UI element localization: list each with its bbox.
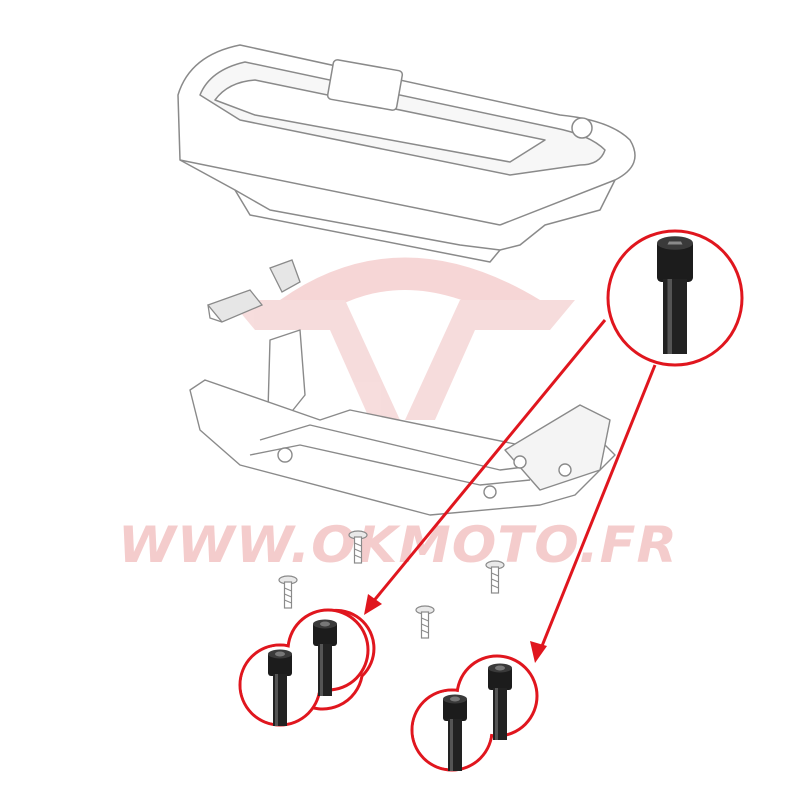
- mounting-plate: [189, 329, 616, 516]
- small-screw-3: [485, 560, 505, 594]
- upper-housing-edge-1: [179, 159, 501, 226]
- mounting-plate-bracket: [267, 329, 306, 421]
- bolt-pair-right: [410, 654, 539, 772]
- mounting-plate-hole-2: [483, 485, 497, 499]
- detail-bolt: [657, 236, 693, 354]
- upper-housing-latch: [326, 59, 404, 111]
- upper-housing-edge-2: [499, 179, 616, 226]
- detail-callout-circle: [606, 229, 744, 367]
- arrowhead-right: [530, 641, 547, 663]
- watermark-logo-wing-left: [230, 300, 400, 420]
- mounting-plate-hole-3: [558, 463, 572, 477]
- mounting-plate-rail-2: [249, 444, 531, 486]
- upper-housing-lower-skirt: [234, 189, 501, 263]
- callout-arrowheads: [364, 594, 547, 663]
- mounting-plate-mechanism: [504, 404, 611, 491]
- callout-line-left: [370, 319, 607, 604]
- watermark-text: WWW.OKMOTO.FR: [118, 516, 678, 574]
- bolt-pair-left: [238, 608, 376, 727]
- rubber-pad-upper: [269, 259, 301, 293]
- upper-housing-clip: [571, 117, 593, 139]
- upper-housing-opening: [214, 79, 546, 163]
- rubber-pad-lower-side: [207, 304, 223, 323]
- small-screw-4: [415, 605, 435, 639]
- callout-lines: [370, 319, 657, 652]
- rubber-pads: [206, 259, 301, 323]
- mounting-plate-hole-1: [277, 447, 293, 463]
- arrowhead-left: [364, 594, 382, 615]
- watermark-logo: [230, 257, 575, 420]
- callout-line-right: [538, 364, 657, 652]
- watermark-logo-wing-right: [405, 300, 575, 420]
- mounting-plate-hole-4: [513, 455, 527, 469]
- rubber-pad-lower: [206, 289, 264, 323]
- small-screw-2: [278, 575, 298, 609]
- upper-housing: [177, 44, 636, 263]
